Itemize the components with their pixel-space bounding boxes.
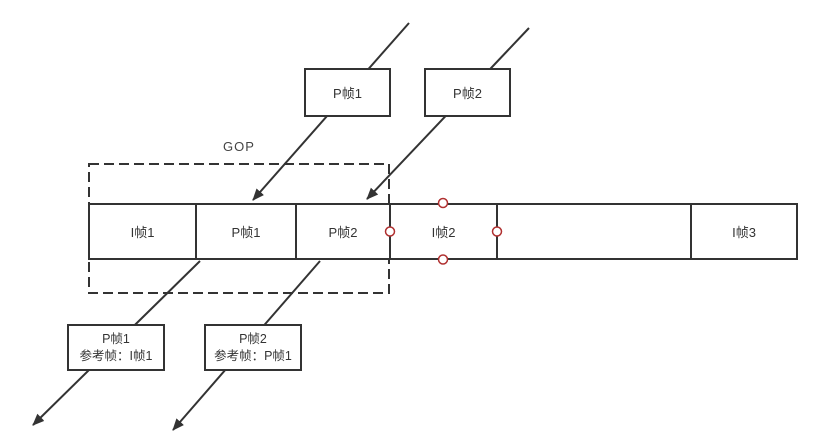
connection-point-left — [384, 226, 396, 237]
pframe2-reference-detail: 参考帧：P帧1 — [214, 348, 292, 363]
pframe1-reference-detail: 参考帧：I帧1 — [79, 348, 153, 363]
pframe2-reference-box: P帧2 参考帧：P帧1 — [204, 324, 302, 371]
timeline-cell-iframe3: I帧3 — [732, 225, 756, 240]
connection-point-bottom — [437, 254, 449, 265]
connection-point-top — [437, 197, 449, 209]
timeline-cell-iframe1: I帧1 — [90, 205, 197, 258]
pframe1-reference-box: P帧1 参考帧：I帧1 — [67, 324, 165, 371]
connection-point-right — [491, 226, 503, 237]
pframe1-box: P帧1 — [304, 68, 391, 117]
timeline-cell-pframe1: P帧1 — [197, 205, 297, 258]
gop-label: GOP — [223, 139, 255, 154]
pframe2-reference-title: P帧2 — [239, 331, 267, 346]
pframe1-reference-title: P帧1 — [102, 331, 130, 346]
pframe2-box: P帧2 — [424, 68, 511, 117]
timeline-cell-empty — [498, 205, 692, 258]
